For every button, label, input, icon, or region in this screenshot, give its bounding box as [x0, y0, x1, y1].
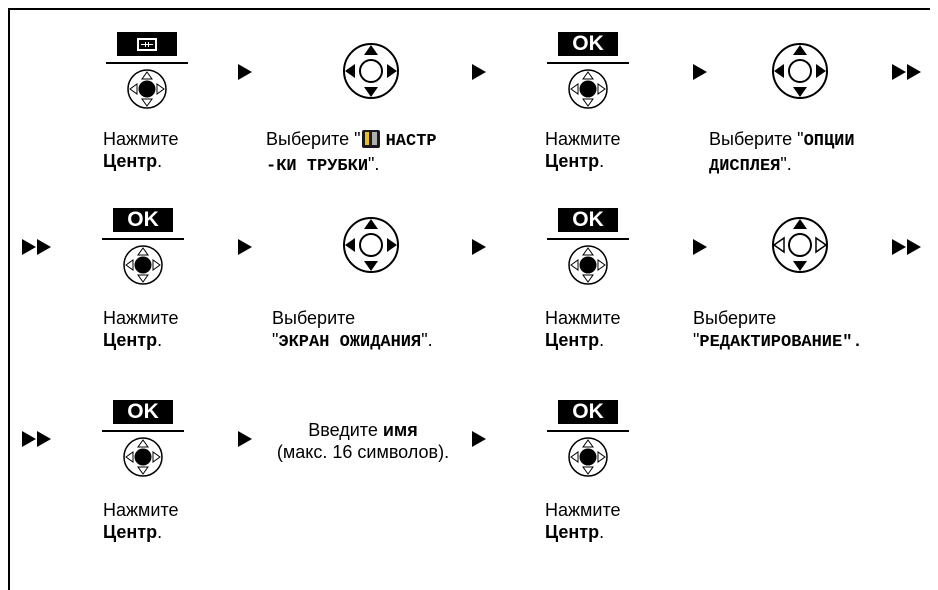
period: .	[157, 522, 163, 542]
menu-item-name: ЭКРАН ОЖИДАНИЯ	[278, 333, 422, 352]
ok-softkey-with-joystick: OK	[547, 32, 629, 132]
settings-tools-icon	[361, 130, 380, 148]
arrow-right-icon	[472, 64, 486, 80]
key-divider	[102, 430, 184, 432]
arrow-right-icon	[693, 239, 707, 255]
step-enter-name: Введите имя (макс. 16 символов).	[255, 419, 471, 463]
max-chars-note: (макс. 16 символов).	[276, 442, 450, 462]
key-divider	[547, 430, 629, 432]
step-press-center: Нажмите Центр.	[103, 499, 179, 543]
menu-item-name-cont: ДИСПЛЕЯ	[709, 157, 781, 176]
navigator-left-right-icon	[772, 217, 828, 273]
center-label: Центр	[103, 151, 158, 171]
menu-item-name: НАСТР	[385, 132, 437, 151]
arrow-right-icon	[238, 431, 252, 447]
select-text: Выберите	[272, 308, 356, 328]
ok-softkey-with-joystick: OK	[102, 208, 184, 308]
arrow-right-icon	[693, 64, 707, 80]
arrow-right-icon	[472, 239, 486, 255]
navigator-center-pressed-icon	[568, 437, 608, 477]
quote-open: "	[272, 330, 279, 350]
menu-item-name-cont: -КИ ТРУБКИ	[266, 157, 369, 176]
navigator-center-pressed-icon	[123, 437, 163, 477]
period: .	[599, 522, 605, 542]
step-select-handset-settings: Выберите " НАСТР -КИ ТРУБКИ".	[266, 128, 437, 178]
press-text: Нажмите	[103, 500, 179, 520]
navigator-up-down-icon	[772, 43, 828, 99]
arrow-right-icon	[238, 239, 252, 255]
ok-softkey-with-joystick: OK	[102, 400, 184, 500]
step-press-center: Нажмите Центр.	[545, 499, 621, 543]
menu-grid-icon	[137, 37, 157, 51]
step-select-edit: Выберите "РЕДАКТИРОВАНИЕ".	[693, 307, 863, 354]
menu-item-name: ОПЦИИ	[803, 132, 855, 151]
select-text: Выберите	[693, 308, 777, 328]
ok-softkey[interactable]: OK	[558, 400, 618, 424]
step-press-center: Нажмите Центр.	[103, 307, 179, 351]
quote-close: ".	[368, 154, 380, 174]
center-label: Центр	[545, 330, 600, 350]
ok-softkey-with-joystick: OK	[547, 400, 629, 500]
key-divider	[102, 238, 184, 240]
period: .	[599, 330, 605, 350]
menu-softkey[interactable]	[117, 32, 177, 56]
key-divider	[106, 62, 188, 64]
navigator-center-pressed-icon	[123, 245, 163, 285]
arrow-right-icon	[238, 64, 252, 80]
navigator-center-pressed-icon	[127, 69, 167, 109]
key-divider	[547, 238, 629, 240]
ok-softkey-with-joystick: OK	[547, 208, 629, 308]
continue-arrow-icon	[22, 239, 54, 255]
select-prefix: Выберите "	[709, 129, 804, 149]
arrow-right-icon	[472, 431, 486, 447]
press-text: Нажмите	[545, 129, 621, 149]
frame-top-border	[8, 8, 930, 10]
continue-arrow-icon	[22, 431, 54, 447]
period: .	[157, 151, 163, 171]
step-press-center: Нажмите Центр.	[545, 307, 621, 351]
center-label: Центр	[545, 522, 600, 542]
continue-arrow-icon	[892, 239, 924, 255]
ok-softkey[interactable]: OK	[558, 208, 618, 232]
continue-arrow-icon	[892, 64, 924, 80]
step-press-center: Нажмите Центр.	[103, 128, 179, 172]
name-label: имя	[382, 420, 418, 440]
navigator-center-pressed-icon	[568, 69, 608, 109]
navigator-up-down-icon	[343, 43, 399, 99]
quote-close: ".	[780, 154, 792, 174]
ok-softkey[interactable]: OK	[113, 208, 173, 232]
key-divider	[547, 62, 629, 64]
menu-item-name: РЕДАКТИРОВАНИЕ".	[699, 333, 863, 352]
ok-softkey[interactable]: OK	[113, 400, 173, 424]
period: .	[157, 330, 163, 350]
press-text: Нажмите	[545, 500, 621, 520]
press-text: Нажмите	[545, 308, 621, 328]
navigator-center-pressed-icon	[568, 245, 608, 285]
center-label: Центр	[103, 330, 158, 350]
period: .	[599, 151, 605, 171]
ok-softkey[interactable]: OK	[558, 32, 618, 56]
select-prefix: Выберите "	[266, 129, 361, 149]
menu-softkey-with-joystick	[106, 32, 188, 132]
quote-open: "	[693, 330, 700, 350]
quote-close: ".	[421, 330, 433, 350]
center-label: Центр	[545, 151, 600, 171]
navigator-up-down-icon	[343, 217, 399, 273]
step-press-center: Нажмите Центр.	[545, 128, 621, 172]
press-text: Нажмите	[103, 129, 179, 149]
step-select-display-options: Выберите "ОПЦИИ ДИСПЛЕЯ".	[709, 128, 855, 178]
press-text: Нажмите	[103, 308, 179, 328]
frame-left-border	[8, 8, 10, 590]
step-select-standby-screen: Выберите "ЭКРАН ОЖИДАНИЯ".	[272, 307, 433, 354]
enter-text: Введите	[308, 420, 383, 440]
center-label: Центр	[103, 522, 158, 542]
